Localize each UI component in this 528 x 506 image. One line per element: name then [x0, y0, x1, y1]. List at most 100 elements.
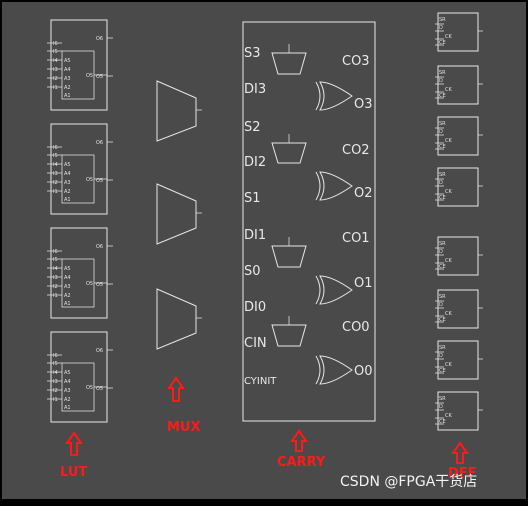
dff-pin-ck: CK: [445, 362, 452, 368]
lut-pin-i2: I2: [53, 388, 58, 394]
dff-2: SR D CK CE: [435, 65, 483, 105]
mux-label: MUX: [167, 420, 201, 435]
lut-pin-o6: O6: [96, 348, 103, 354]
dff-3: SR D CK CE: [435, 116, 483, 156]
lut-pin-a2: A2: [64, 397, 71, 403]
lut-pin-a5: A5: [64, 266, 71, 272]
dff-pin-ce: CE: [439, 317, 446, 323]
lut-pin-o6: O6: [96, 36, 103, 42]
carry-pin-o2: O2: [354, 186, 373, 201]
mux-2: [156, 183, 202, 245]
lut-1: I6 I5 I4 I3 I2 I1 A5 A4 A3 A2 A1 O6 O5 O…: [47, 19, 113, 111]
dff-5: SR D CK CE: [435, 236, 483, 276]
lut-pin-i6: I6: [53, 353, 58, 359]
lut-outer-box: [50, 19, 108, 111]
dff-pin-sr: SR: [439, 294, 446, 300]
lut-pin-a5: A5: [64, 370, 71, 376]
lut-pin-a2: A2: [64, 293, 71, 299]
lut-pin-i5: I5: [53, 361, 58, 367]
mux-shape: [156, 288, 197, 350]
lut-pin-a4: A4: [64, 67, 71, 73]
lut-pin-a1: A1: [64, 301, 71, 307]
lut-pin-i6: I6: [53, 41, 58, 47]
lut-pin-i5: I5: [53, 257, 58, 263]
lut-pin-i3: I3: [53, 275, 58, 281]
diagram-background: [2, 2, 526, 499]
dff-box: [437, 12, 479, 52]
carry-arrow-icon: [290, 429, 308, 452]
carry-mux-2: [271, 142, 307, 164]
carry-pin-cyinit: CYINIT: [244, 376, 277, 387]
dff-pin-d: D: [439, 353, 443, 359]
lut-pin-i2: I2: [53, 284, 58, 290]
carry-label: CARRY: [277, 455, 326, 470]
dff-7: SR D CK CE: [435, 340, 483, 380]
lut-pin-i5: I5: [53, 153, 58, 159]
dff-box: [437, 391, 479, 431]
carry-pin-di0: DI0: [244, 300, 266, 315]
lut-pin-o5-inner: O5: [86, 281, 93, 287]
dff-pin-sr: SR: [439, 345, 446, 351]
lut-pin-a1: A1: [64, 197, 71, 203]
csdn-watermark: CSDN @FPGA干货店: [340, 473, 477, 490]
lut-pin-a2: A2: [64, 85, 71, 91]
lut-pin-a4: A4: [64, 379, 71, 385]
dff-pin-ck: CK: [445, 34, 452, 40]
carry-frame: [242, 21, 376, 422]
carry-xor-3: [315, 81, 353, 111]
dff-pin-ce: CE: [439, 144, 446, 150]
lut-outer-box: [50, 227, 108, 319]
carry-pin-s1: S1: [244, 191, 261, 206]
lut-pin-i1: I1: [53, 189, 58, 195]
dff-pin-ck: CK: [445, 258, 452, 264]
dff-4: SR D CK CE: [435, 167, 483, 207]
lut-pin-o5-inner: O5: [86, 177, 93, 183]
lut-outer-box: [50, 331, 108, 423]
carry-mux-0: [271, 324, 307, 347]
carry-mux-3: [271, 52, 307, 75]
lut-pin-a4: A4: [64, 171, 71, 177]
dff-pin-sr: SR: [439, 70, 446, 76]
dff-pin-d: D: [439, 404, 443, 410]
carry-xor-2: [315, 171, 353, 201]
lut-pin-o5: O5: [96, 178, 103, 184]
dff-pin-sr: SR: [439, 396, 446, 402]
carry-pin-co1: CO1: [342, 231, 370, 246]
lut-pin-o5: O5: [96, 282, 103, 288]
dff-6: SR D CK CE: [435, 289, 483, 329]
dff-pin-d: D: [439, 302, 443, 308]
carry-pin-co2: CO2: [342, 143, 370, 158]
lut-pin-i6: I6: [53, 145, 58, 151]
dff-box: [437, 116, 479, 156]
carry-xor-0: [315, 355, 353, 385]
dff-pin-ck: CK: [445, 189, 452, 195]
carry-pin-co0: CO0: [342, 320, 370, 335]
lut-pin-a3: A3: [64, 180, 71, 186]
dff-box: [437, 340, 479, 380]
dff-pin-ck: CK: [445, 138, 452, 144]
dff-pin-ce: CE: [439, 264, 446, 270]
lut-pin-a1: A1: [64, 93, 71, 99]
lut-outer-box: [50, 123, 108, 215]
lut-pin-o6: O6: [96, 244, 103, 250]
carry-pin-co3: CO3: [342, 54, 370, 69]
dff-pin-ce: CE: [439, 419, 446, 425]
lut-pin-a3: A3: [64, 388, 71, 394]
mux-shape: [156, 80, 197, 142]
carry-pin-o1: O1: [354, 276, 373, 291]
lut-pin-a3: A3: [64, 76, 71, 82]
carry-pin-s0: S0: [244, 264, 261, 279]
dff-pin-ce: CE: [439, 93, 446, 99]
dff-pin-sr: SR: [439, 172, 446, 178]
lut-pin-i4: I4: [53, 58, 58, 64]
carry-pin-s3: S3: [244, 46, 261, 61]
carry-pin-o3: O3: [354, 97, 373, 112]
dff-pin-ce: CE: [439, 368, 446, 374]
dff-pin-d: D: [439, 180, 443, 186]
dff-pin-ck: CK: [445, 311, 452, 317]
dff-pin-d: D: [439, 25, 443, 31]
dff-pin-sr: SR: [439, 121, 446, 127]
carry-pin-di1: DI1: [244, 228, 266, 243]
carry-mux-1: [271, 245, 307, 268]
